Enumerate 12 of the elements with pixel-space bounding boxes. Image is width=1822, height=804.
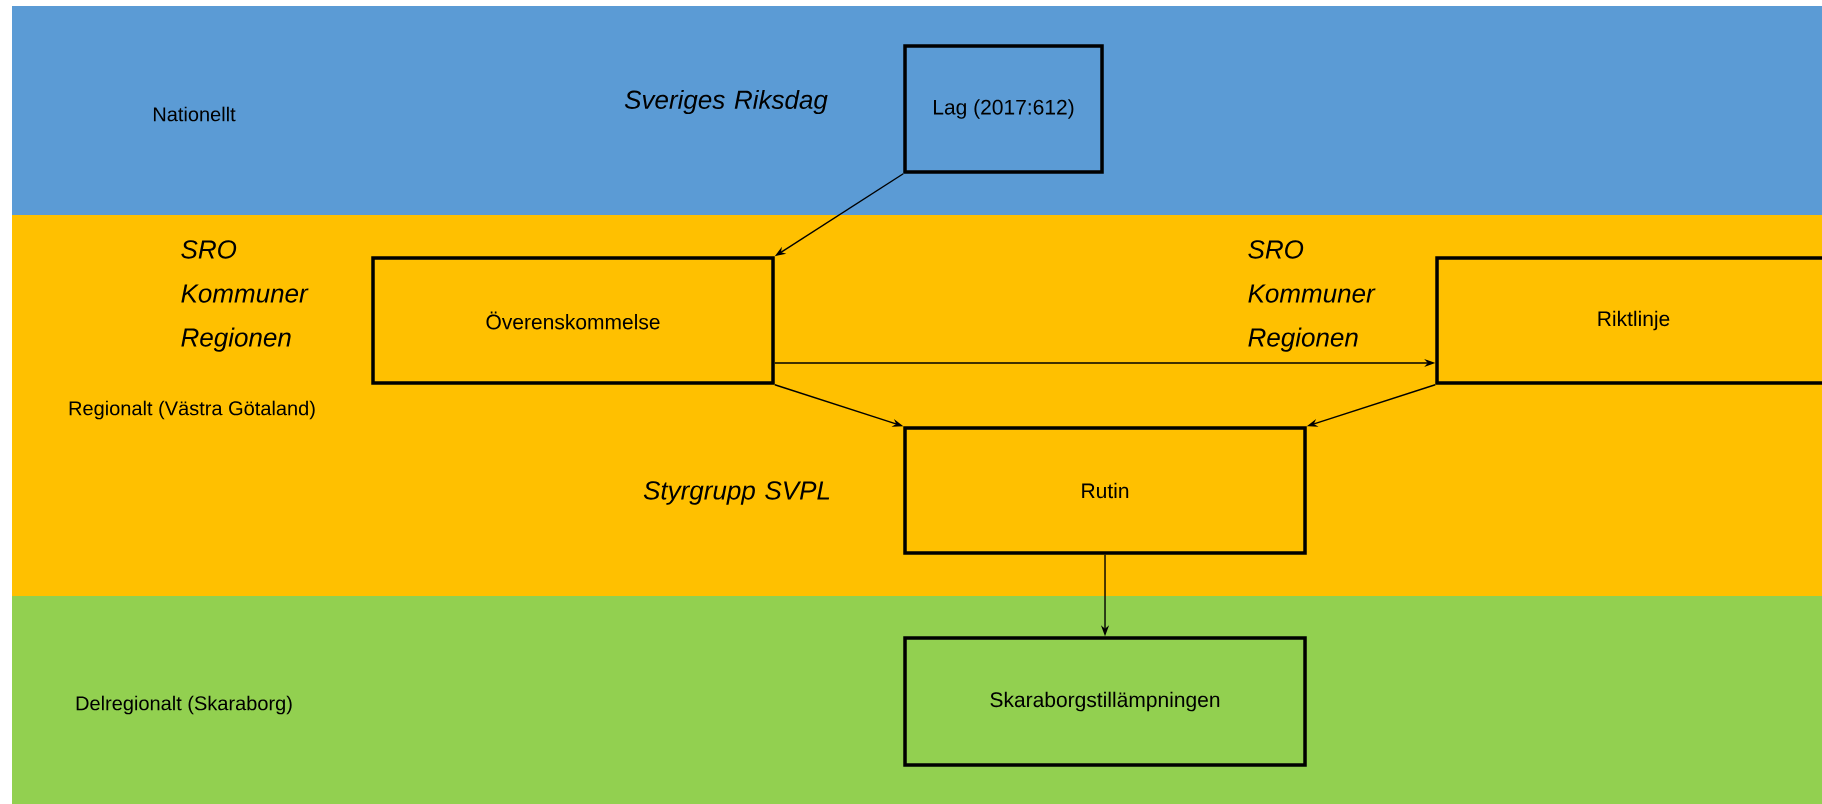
process-box: Rutin xyxy=(903,426,1307,555)
band-label: Nationellt xyxy=(153,106,236,122)
process-box: Skaraborgstillämpningen xyxy=(903,636,1307,767)
actor-label: SRO Kommuner Regionen xyxy=(181,240,309,352)
actor-label: Styrgrupp SVPL xyxy=(643,481,830,505)
process-box: Överenskommelse xyxy=(371,256,775,385)
actor-label: SRO Kommuner Regionen xyxy=(1248,240,1376,352)
band-label: Regionalt (Västra Götaland) xyxy=(69,400,315,420)
process-box: Riktlinje xyxy=(1435,256,1822,385)
band-label: Delregionalt (Skaraborg) xyxy=(76,695,292,715)
actor-label: Sveriges Riksdag xyxy=(624,89,828,115)
process-box: Lag (2017:612) xyxy=(903,44,1104,174)
